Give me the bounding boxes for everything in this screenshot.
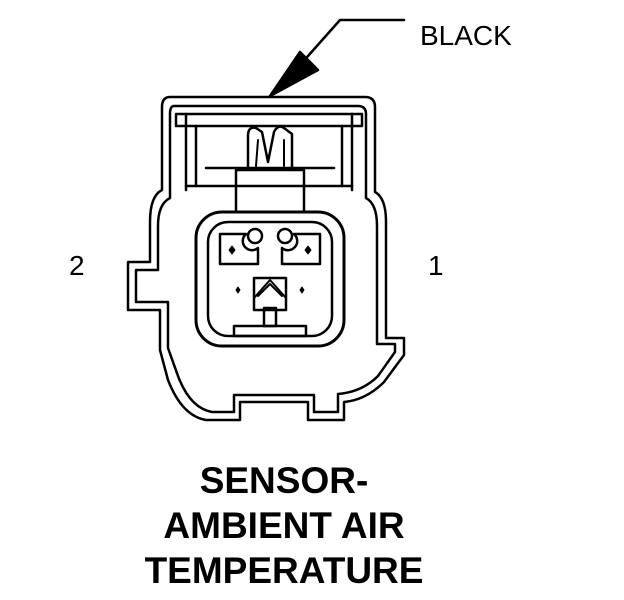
terminal-1	[280, 232, 322, 266]
leader-arrowhead	[268, 50, 320, 98]
leader-line	[290, 18, 406, 76]
latch-bar	[174, 112, 364, 128]
terminal-cavity-outer	[194, 210, 346, 348]
housing-outer	[126, 95, 406, 422]
tab-base	[234, 168, 306, 214]
title-line-3: TEMPERATURE	[144, 550, 424, 591]
connector-title: SENSOR- AMBIENT AIR TEMPERATURE	[0, 458, 568, 593]
housing-inner	[134, 104, 397, 414]
center-key	[252, 276, 288, 312]
title-line-1: SENSOR-	[199, 460, 369, 501]
pin-1-label: 1	[428, 250, 444, 281]
locking-tab	[246, 125, 294, 172]
terminal-1-marker	[304, 245, 312, 255]
terminal-2	[218, 232, 260, 266]
wire-color-label: BLACK	[420, 20, 512, 51]
terminal-2-marker	[228, 245, 236, 255]
title-line-2: AMBIENT AIR	[163, 505, 405, 546]
pin-2-label: 2	[69, 250, 85, 281]
